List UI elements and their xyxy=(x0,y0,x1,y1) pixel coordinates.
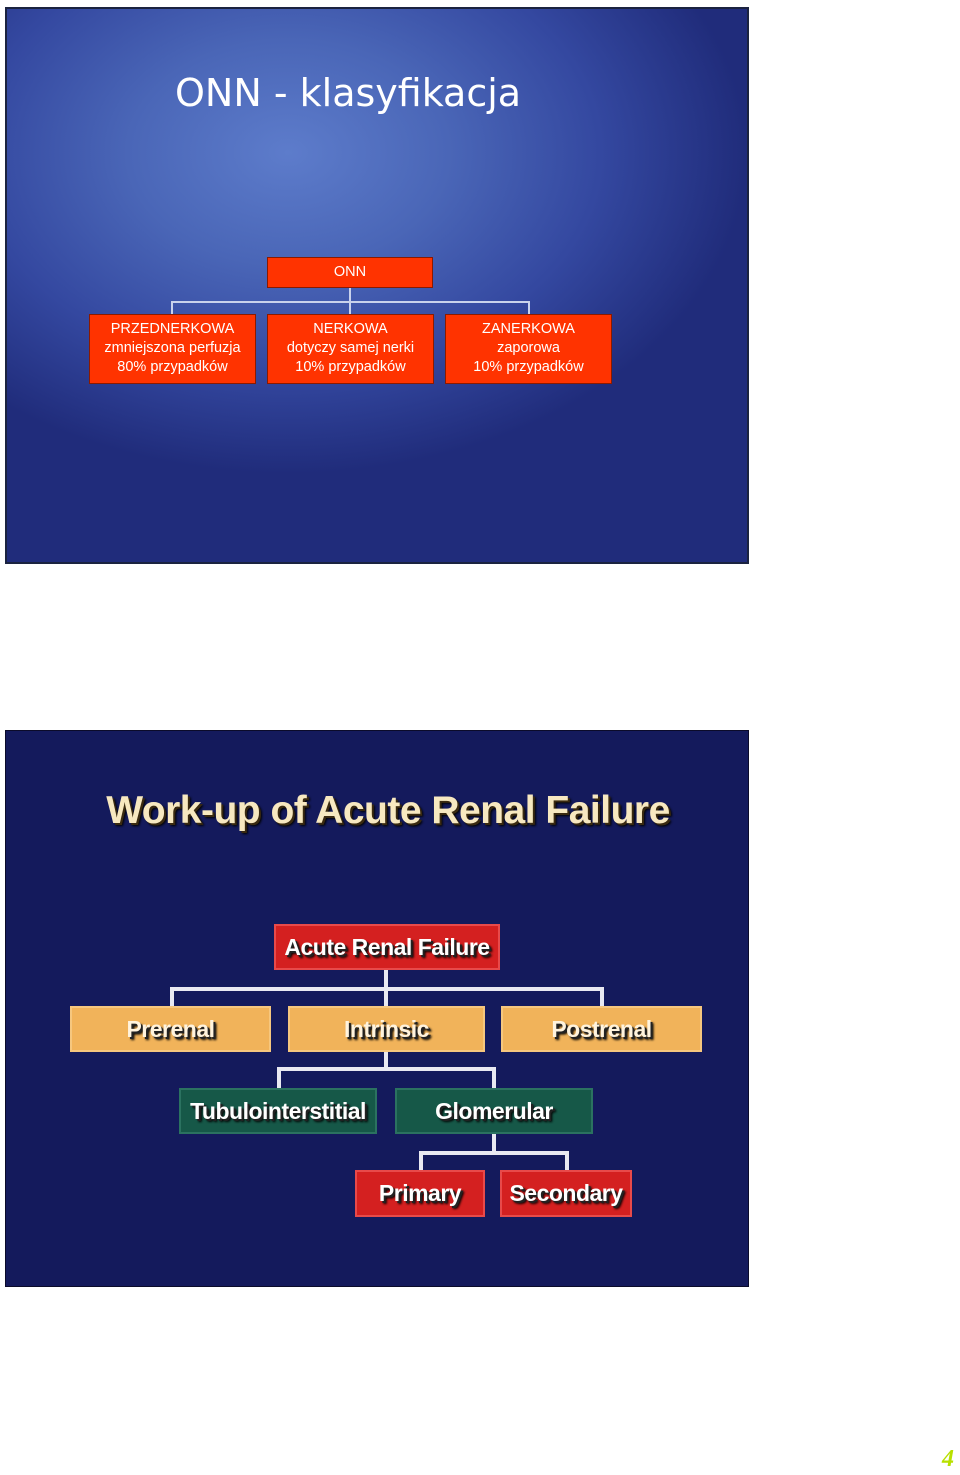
connector-postrenal-drop xyxy=(600,987,604,1007)
node-onn-label: ONN xyxy=(333,264,367,280)
node-label: Postrenal xyxy=(551,1016,652,1042)
page-number: 4 xyxy=(942,1446,954,1472)
node-primary: Primary xyxy=(355,1170,485,1217)
node-postrenal: Postrenal xyxy=(501,1006,702,1052)
node-label: zaporowa xyxy=(497,340,560,356)
connector-horizontal xyxy=(171,301,530,303)
node-label: zmniejszona perfuzja xyxy=(104,340,241,356)
node-label: Tubulointerstitial xyxy=(190,1098,366,1124)
node-prerenal: Prerenal xyxy=(70,1006,271,1052)
node-zanerkowa: ZANERKOWA zaporowa 10% przypadków xyxy=(445,314,612,384)
connector-level1-horizontal xyxy=(170,987,604,991)
node-label: NERKOWA xyxy=(313,321,388,337)
node-label: 10% przypadków xyxy=(295,359,406,375)
slide1-title: ONN - klasyfikacja xyxy=(175,71,522,115)
node-tubulointerstitial: Tubulointerstitial xyxy=(179,1088,377,1134)
connector-intrinsic-down xyxy=(384,1051,388,1069)
node-label: 10% przypadków xyxy=(473,359,584,375)
node-intrinsic: Intrinsic xyxy=(288,1006,485,1052)
node-label: dotyczy samej nerki xyxy=(286,340,415,356)
node-label: ZANERKOWA xyxy=(482,321,575,337)
connector-root-down xyxy=(384,969,388,1021)
node-nerkowa: NERKOWA dotyczy samej nerki 10% przypadk… xyxy=(267,314,434,384)
connector-glomerular-drop xyxy=(492,1067,496,1089)
node-acute-renal-failure: Acute Renal Failure xyxy=(274,924,500,970)
node-onn: ONN xyxy=(267,257,433,288)
node-label: Secondary xyxy=(509,1180,623,1206)
connector-tubulo-drop xyxy=(277,1067,281,1089)
node-label: Intrinsic xyxy=(344,1016,429,1042)
node-przednerkowa: PRZEDNERKOWA zmniejszona perfuzja 80% pr… xyxy=(89,314,256,384)
node-label: Glomerular xyxy=(435,1098,553,1124)
connector-root-down xyxy=(349,288,351,321)
connector-primary-drop xyxy=(419,1151,423,1171)
node-label: PRZEDNERKOWA xyxy=(110,321,235,337)
node-label: Primary xyxy=(378,1180,462,1206)
connector-level3-horizontal xyxy=(419,1151,569,1155)
connector-level2-horizontal xyxy=(277,1067,496,1071)
connector-prerenal-drop xyxy=(170,987,174,1007)
connector-left-drop xyxy=(171,301,173,315)
node-label: Acute Renal Failure xyxy=(284,934,490,960)
connector-right-drop xyxy=(528,301,530,315)
node-secondary: Secondary xyxy=(500,1170,632,1217)
node-label: Prerenal xyxy=(126,1016,215,1042)
connector-glomerular-down xyxy=(492,1133,496,1153)
connector-secondary-drop xyxy=(565,1151,569,1171)
node-label: 80% przypadków xyxy=(117,359,228,375)
slide-onn-classification: ONN - klasyfikacja ONN PRZEDNERKOWA zmni… xyxy=(5,7,749,564)
slide-workup-arf: Work-up of Acute Renal Failure Acute Ren… xyxy=(5,730,749,1287)
node-glomerular: Glomerular xyxy=(395,1088,593,1134)
slide2-title: Work-up of Acute Renal Failure xyxy=(106,789,670,832)
